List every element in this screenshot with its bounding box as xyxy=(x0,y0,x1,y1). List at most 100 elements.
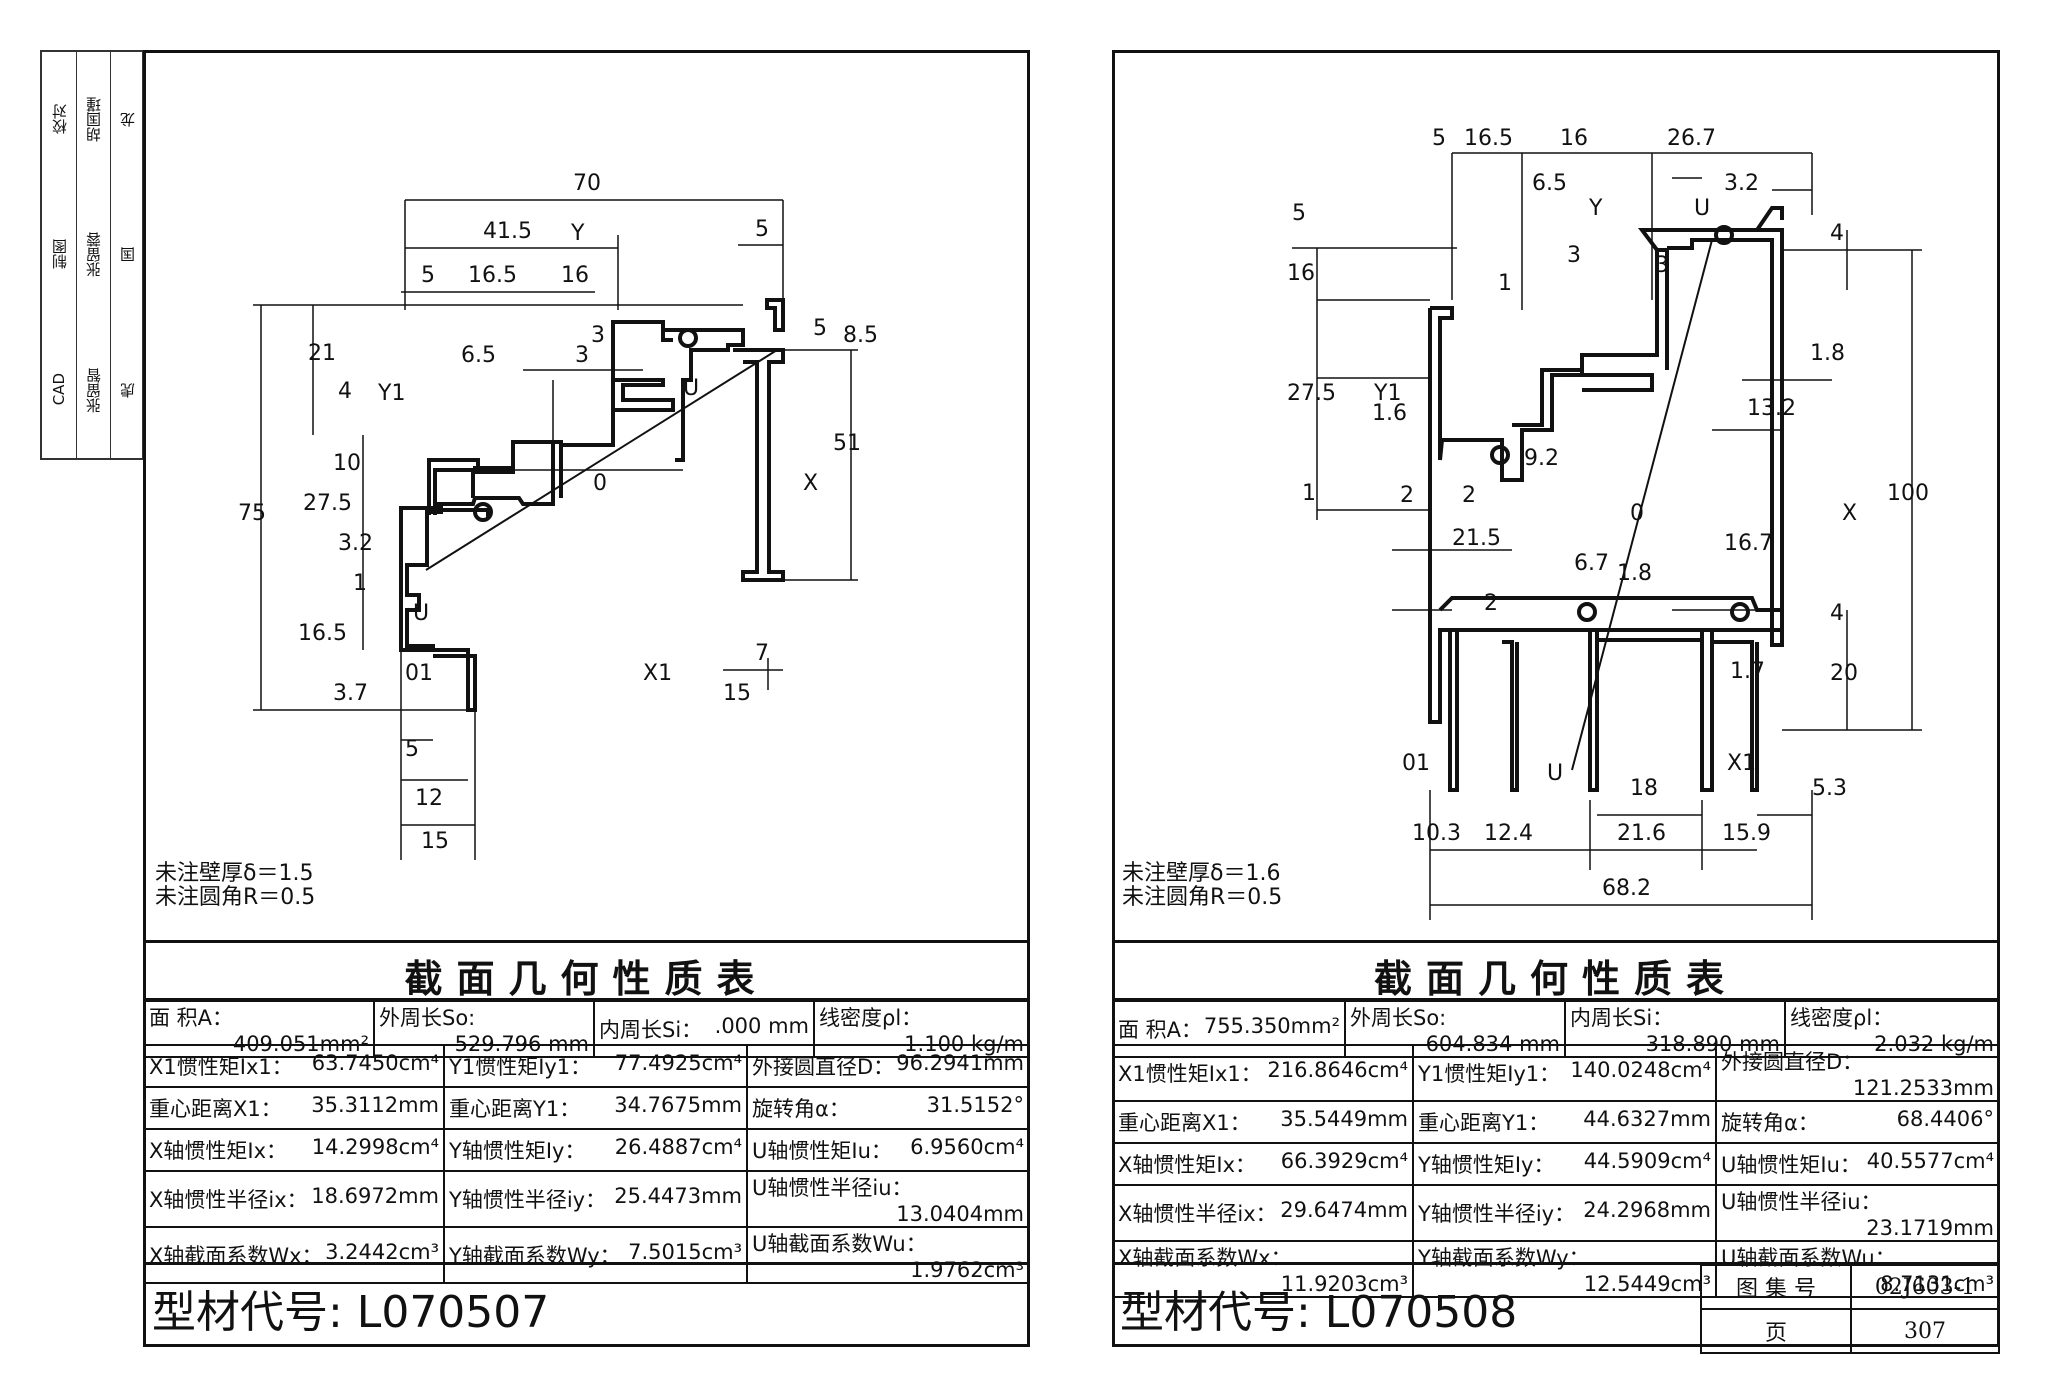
prop-value: 140.0248cm⁴ xyxy=(1570,1058,1711,1082)
sidebar-col-roles: 校对 制图 CAD xyxy=(42,52,77,458)
sidebar-name: 张留蓉 xyxy=(84,232,103,278)
prop-label: 旋转角α： xyxy=(752,1097,850,1121)
dim-label: 3 xyxy=(1655,253,1669,278)
dim-label: 26.7 xyxy=(1667,126,1716,151)
prop-value: 12.5449cm³ xyxy=(1583,1272,1711,1296)
axis-label: X1 xyxy=(643,661,672,686)
prop-label: 重心距离Y1： xyxy=(449,1097,581,1121)
right-sheet-frame xyxy=(1112,50,2000,1347)
dim-label: 4 xyxy=(1830,221,1844,246)
dim-label: 2 xyxy=(1400,483,1414,508)
dim-label: 3.2 xyxy=(1724,171,1759,196)
dim-label: 20 xyxy=(1830,661,1858,686)
prop-label: 内周长Si： xyxy=(599,1018,703,1042)
note-wall-thickness: 未注壁厚δ＝1.5 xyxy=(155,861,314,886)
prop-label: X轴截面系数Wx： xyxy=(149,1244,323,1268)
dim-label: 16.5 xyxy=(468,263,517,288)
page-value: 307 xyxy=(1850,1308,2000,1354)
prop-label: Y轴截面系数Wy： xyxy=(1418,1246,1590,1270)
dim-label: 13.2 xyxy=(1747,396,1796,421)
dim-label: 16.5 xyxy=(1464,126,1513,151)
dim-label: 1.8 xyxy=(1810,341,1845,366)
left-code-divider xyxy=(143,1262,1030,1265)
dim-label: 10 xyxy=(333,451,361,476)
sidebar-col-names: 胡国瑾 张留蓉 张留智 xyxy=(76,52,111,458)
dim-label: 16 xyxy=(561,263,589,288)
prop-label: 重心距离X1： xyxy=(1118,1111,1251,1135)
dim-label: 4 xyxy=(338,379,352,404)
prop-label: U轴惯性矩Iu： xyxy=(1721,1153,1861,1177)
dim-label: 5 xyxy=(755,217,769,242)
dim-label: 16 xyxy=(1287,261,1315,286)
dim-label: 9.2 xyxy=(1524,446,1559,471)
prop-value: 35.3112mm xyxy=(311,1093,439,1117)
dim-label: 5 xyxy=(405,737,419,762)
prop-label: U轴截面系数Wu： xyxy=(752,1232,927,1256)
prop-value: 24.2968mm xyxy=(1583,1198,1711,1222)
right-profile-drawing: 5 16.5 16 26.7 6.5 3.2 5 Y U 16 3 3 1 4 … xyxy=(1287,126,1929,920)
prop-value: 66.3929cm⁴ xyxy=(1280,1149,1408,1173)
prop-label: U轴惯性矩Iu： xyxy=(752,1139,892,1163)
dim-label: 3 xyxy=(591,323,605,348)
prop-label: 线密度ρl： xyxy=(1790,1006,1894,1030)
dim-label: 12 xyxy=(415,786,443,811)
axis-label: Y xyxy=(1588,196,1603,221)
prop-value: 7.5015cm³ xyxy=(628,1240,742,1264)
prop-label: 旋转角α： xyxy=(1721,1111,1819,1135)
prop-value: 11.9203cm³ xyxy=(1280,1272,1408,1296)
dim-label: 16 xyxy=(1560,126,1588,151)
left-notes: 未注壁厚δ＝1.5 未注圆角R＝0.5 xyxy=(155,862,315,910)
prop-value: 31.5152° xyxy=(926,1093,1024,1117)
dim-label: 16.5 xyxy=(298,621,347,646)
prop-label: Y轴截面系数Wy： xyxy=(449,1244,621,1268)
prop-value: 3.2442cm³ xyxy=(325,1240,439,1264)
dim-label: 3.2 xyxy=(338,531,373,556)
note-fillet-radius: 未注圆角R＝0.5 xyxy=(155,885,316,910)
right-code-divider xyxy=(1112,1262,2000,1265)
axis-label: Y1 xyxy=(1373,381,1401,406)
dim-label: 5.3 xyxy=(1812,776,1847,801)
table-row: X1惯性矩Ix1：63.7450cm⁴ Y1惯性矩Iy1：77.4925cm⁴ … xyxy=(143,1044,1030,1088)
right-table-title-cell xyxy=(1112,940,2000,1000)
sidebar-role: 制图 xyxy=(50,238,69,269)
sidebar-col-names-b: 龙 国 虎 xyxy=(110,52,144,458)
prop-value: 29.6474mm xyxy=(1280,1198,1408,1222)
prop-value: 13.0404mm xyxy=(896,1202,1024,1226)
right-notes: 未注壁厚δ＝1.6 未注圆角R＝0.5 xyxy=(1122,862,1282,910)
atlas-value: 02J603-1 xyxy=(1850,1264,2000,1310)
dim-label: 21.6 xyxy=(1617,821,1666,846)
dim-label: 5 xyxy=(421,263,435,288)
dim-label: 21 xyxy=(308,341,336,366)
dim-label: 8.5 xyxy=(843,323,878,348)
left-table-title-cell xyxy=(143,940,1030,1000)
left-profile-code: 型材代号: L070507 xyxy=(152,1287,550,1338)
dim-label: 5 xyxy=(813,316,827,341)
prop-value: 63.7450cm⁴ xyxy=(311,1051,439,1075)
prop-label: X1惯性矩Ix1： xyxy=(1118,1062,1262,1086)
axis-label: Y1 xyxy=(377,381,405,406)
dim-label: 1.8 xyxy=(1617,561,1652,586)
prop-label: 外周长So: xyxy=(1350,1006,1447,1030)
prop-label: X轴惯性矩Ix： xyxy=(1118,1153,1257,1177)
axis-label: 0 xyxy=(1630,501,1644,526)
axis-label: X1 xyxy=(1727,751,1756,776)
prop-label: 外接圆直径D： xyxy=(752,1055,895,1079)
note-wall-thickness: 未注壁厚δ＝1.6 xyxy=(1122,861,1281,886)
table-row: X轴截面系数Wx：3.2442cm³ Y轴截面系数Wy： 7.5015cm³ U轴… xyxy=(143,1226,1030,1284)
dim-label: 12.4 xyxy=(1484,821,1533,846)
prop-value: 35.5449mm xyxy=(1280,1107,1408,1131)
prop-value: 40.5577cm⁴ xyxy=(1866,1149,1994,1173)
right-properties-table-b: X1惯性矩Ix1：216.8646cm⁴ Y1惯性矩Iy1：140.0248cm… xyxy=(1112,1044,2000,1298)
dim-label: 6.5 xyxy=(1532,171,1567,196)
prop-value: 25.4473mm xyxy=(614,1184,742,1208)
dim-label: 1 xyxy=(1302,481,1316,506)
axis-label: U xyxy=(683,376,699,401)
dim-label: 15.9 xyxy=(1722,821,1771,846)
table-row: X轴惯性矩Ix：66.3929cm⁴ Y轴惯性矩Iy：44.5909cm⁴ U轴… xyxy=(1112,1142,2000,1186)
prop-label: U轴惯性半径iu： xyxy=(1721,1190,1882,1214)
sidebar-name: 国 xyxy=(118,247,137,263)
left-sheet-frame xyxy=(143,50,1030,1347)
left-profile-drawing: 70 41.5 Y 5 5 16.5 16 3 5 8.5 6.5 3 21 4… xyxy=(238,171,878,860)
prop-label: 内周长Si： xyxy=(1570,1006,1674,1030)
sidebar-name: 胡国瑾 xyxy=(84,97,103,143)
